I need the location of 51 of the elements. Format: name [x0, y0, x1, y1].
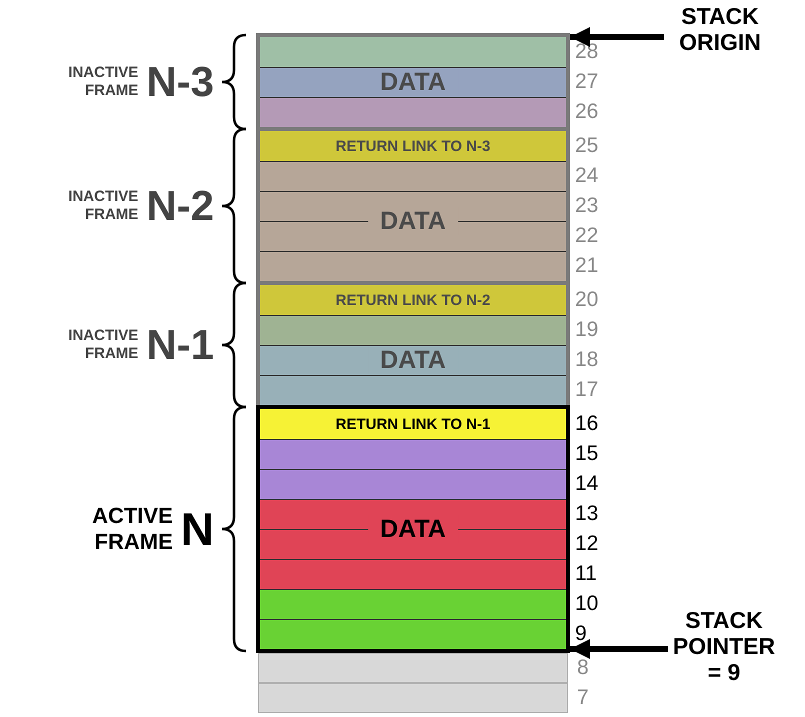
stack-slot — [260, 559, 566, 589]
frame-name: N — [180, 502, 214, 556]
slot-number: 18 — [575, 349, 598, 371]
slot-number: 8 — [577, 657, 589, 679]
slot-number: 22 — [575, 225, 598, 247]
frame-caption: ACTIVE FRAME — [91, 502, 173, 556]
slot-number: 17 — [575, 379, 598, 401]
slot-number: 21 — [575, 255, 598, 277]
frame-caption: INACTIVE FRAME — [67, 188, 138, 224]
arrow — [570, 639, 668, 659]
stack-slot — [260, 619, 566, 649]
stack-slot — [260, 589, 566, 619]
slot-number: 26 — [575, 101, 598, 123]
slot-number: 28 — [575, 41, 598, 63]
arrow — [570, 27, 664, 47]
frame-name: N-3 — [146, 58, 214, 106]
slot-number: 27 — [575, 71, 598, 93]
frame-caption: INACTIVE FRAME — [67, 327, 138, 363]
slot-number: 16 — [575, 413, 598, 435]
slot-number: 24 — [575, 165, 598, 187]
stack-slot — [258, 653, 568, 683]
slot-number: 13 — [575, 503, 598, 525]
slot-number: 25 — [575, 135, 598, 157]
stack-slot — [258, 683, 568, 713]
stack-frame — [256, 405, 570, 653]
frame-caption: INACTIVE FRAME — [67, 64, 138, 100]
return-link-slot: RETURN LINK TO N-2 — [260, 285, 566, 315]
slot-number: 11 — [575, 563, 597, 585]
frame-name: N-2 — [146, 182, 214, 230]
frame-name: N-1 — [146, 321, 214, 369]
slot-number: 20 — [575, 289, 598, 311]
stack-slot — [260, 161, 566, 191]
stack-slot — [260, 37, 566, 67]
stack-slot — [260, 375, 566, 405]
return-link-slot: RETURN LINK TO N-1 — [260, 409, 566, 439]
slot-number: 23 — [575, 195, 598, 217]
slot-number: 9 — [575, 623, 587, 645]
stack-slot — [260, 439, 566, 469]
slot-number: 10 — [575, 593, 598, 615]
stack-slot — [260, 251, 566, 281]
slot-number: 7 — [577, 687, 589, 709]
slot-number: 12 — [575, 533, 598, 555]
stack-slot — [260, 469, 566, 499]
stack-slot — [260, 97, 566, 127]
slot-number: 14 — [575, 473, 598, 495]
slot-number: 19 — [575, 319, 598, 341]
return-link-slot: RETURN LINK TO N-3 — [260, 131, 566, 161]
slot-number: 15 — [575, 443, 598, 465]
pointer-label: STACK POINTER = 9 — [668, 608, 780, 686]
stack-slot — [260, 315, 566, 345]
pointer-label: STACK ORIGIN — [664, 4, 776, 56]
